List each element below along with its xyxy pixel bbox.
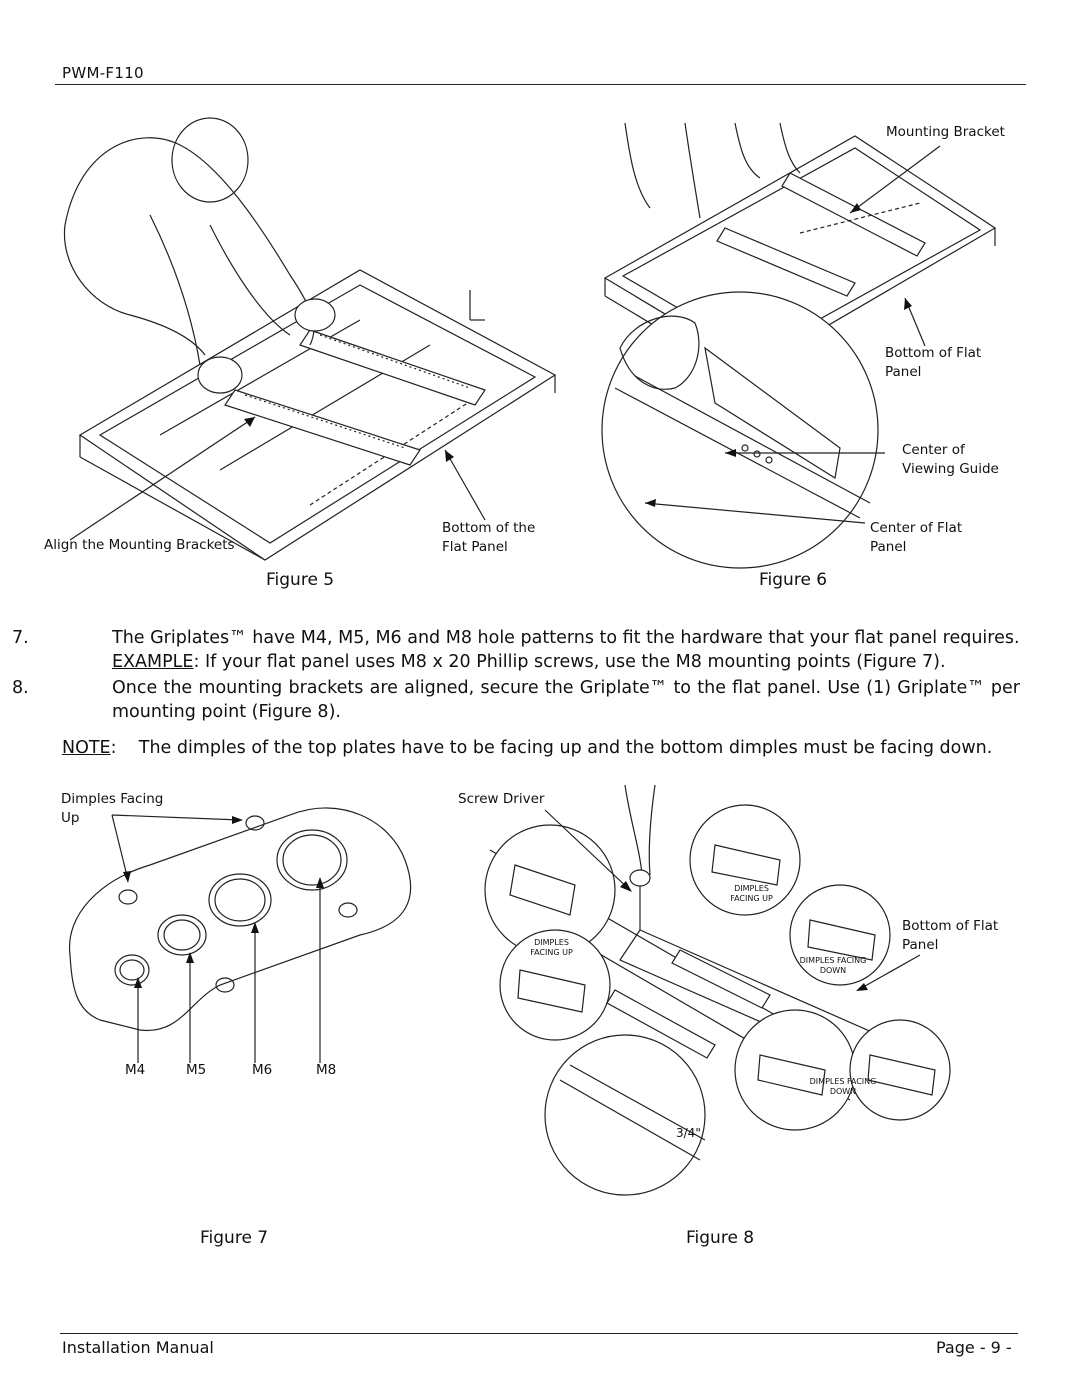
label-m6: M6 (252, 1062, 273, 1078)
note-label: NOTE (62, 738, 111, 758)
note: NOTE: The dimples of the top plates have… (62, 738, 993, 758)
figure-6-illustration (601, 122, 997, 569)
footer-title: Installation Manual (62, 1338, 214, 1357)
label-m5: M5 (186, 1062, 207, 1078)
label-dimples-facing-down-2: DIMPLES FACING DOWN (809, 1077, 877, 1096)
label-bottom-of-panel-fig5: Bottom of the Flat Panel (442, 520, 536, 555)
figure-5-illustration (63, 117, 557, 561)
label-screw-driver: Screw Driver (458, 791, 545, 807)
footer-rule (60, 1333, 1018, 1334)
figure-8-illustration (484, 784, 951, 1196)
label-dimples-facing-up-2: DIMPLES FACING UP (530, 938, 573, 957)
step-7-example-label: EXAMPLE (112, 652, 194, 672)
step-7-text: The Griplates™ have M4, M5, M6 and M8 ho… (112, 628, 1020, 648)
label-dimples-facing-up: Dimples Facing Up (61, 791, 164, 826)
label-center-viewing-guide: Center of Viewing Guide (902, 442, 999, 477)
label-center-flat-panel: Center of Flat Panel (870, 520, 963, 555)
label-dimples-facing-down-1: DIMPLES FACING DOWN (799, 956, 867, 975)
header-rule (55, 84, 1026, 85)
note-text: The dimples of the top plates have to be… (138, 738, 993, 758)
label-align-brackets: Align the Mounting Brackets (44, 537, 235, 553)
label-bottom-of-flat-panel-fig8: Bottom of Flat Panel (902, 918, 999, 953)
label-bottom-of-flat-panel-fig6: Bottom of Flat Panel (885, 345, 982, 380)
document-model-header: PWM-F110 (62, 64, 144, 82)
label-mounting-bracket: Mounting Bracket (886, 124, 1005, 140)
label-m8: M8 (316, 1062, 337, 1078)
footer-page-number: Page - 9 - (936, 1338, 1012, 1357)
step-7-example-text: : If your flat panel uses M8 x 20 Philli… (193, 652, 946, 672)
label-m4: M4 (125, 1062, 146, 1078)
label-size-three-quarter: 3/4" (676, 1126, 701, 1140)
step-7-number: 7. (12, 628, 29, 648)
figure-7-griplate-illustration (68, 807, 412, 1063)
step-8: 8. Once the mounting brackets are aligned… (12, 676, 1020, 724)
figure-8-caption: Figure 8 (686, 1228, 755, 1248)
step-8-number: 8. (12, 678, 29, 698)
step-7: 7. The Griplates™ have M4, M5, M6 and M8 … (12, 626, 1020, 674)
figure-5-caption: Figure 5 (266, 570, 335, 590)
label-dimples-facing-up-1: DIMPLES FACING UP (730, 884, 773, 903)
figure-6-caption: Figure 6 (759, 570, 828, 590)
step-8-text: Once the mounting brackets are aligned, … (112, 678, 1020, 722)
figure-7-caption: Figure 7 (200, 1228, 269, 1248)
